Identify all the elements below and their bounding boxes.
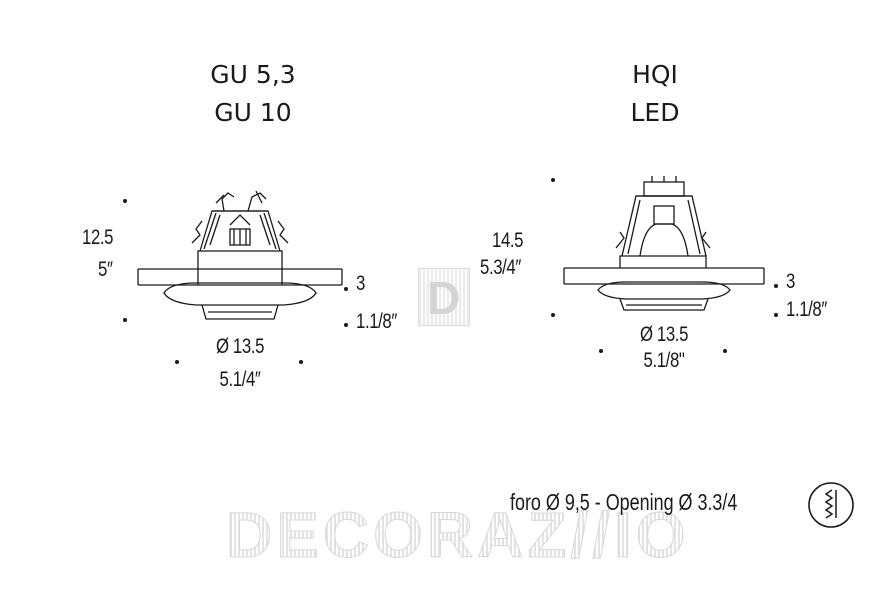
left-height-mm: 12.5: [82, 226, 114, 249]
cutout-text: foro Ø 9,5 - Opening Ø 3.3/4: [510, 489, 738, 515]
left-flange-dot-bottom: [344, 323, 348, 327]
right-flange-in: 1.1/8″: [786, 298, 827, 321]
watermark-logo-letter: D: [427, 272, 461, 324]
left-flange-mm: 3: [356, 272, 365, 295]
right-height-mm: 14.5: [492, 229, 524, 252]
right-top-dot: [551, 178, 555, 182]
left-fixture-drawing: [137, 190, 343, 320]
right-flange-mm: 3: [786, 270, 795, 293]
right-diameter-mm: Ø 13.5: [639, 323, 689, 346]
right-fixture-drawing: [563, 176, 765, 311]
left-height-in: 5″: [98, 258, 113, 281]
right-diameter-dot-left: [599, 349, 603, 353]
right-title-line2: LED: [630, 98, 680, 127]
right-diameter-dot-right: [723, 349, 727, 353]
left-diameter-in: 5.1/4″: [219, 368, 261, 391]
left-diameter-dot-right: [299, 360, 303, 364]
left-title-line2: GU 10: [214, 98, 292, 127]
watermark-text: DECORAZ//IO: [226, 499, 690, 572]
left-flange-in: 1.1/8″: [356, 310, 397, 333]
hole-saw-icon: [808, 482, 854, 528]
left-flange-dot-top: [344, 287, 348, 291]
right-flange-dot-bottom: [774, 313, 778, 317]
right-height-in: 5.3/4″: [480, 256, 521, 279]
right-flange-dot-top: [774, 284, 778, 288]
right-diameter-in: 5.1/8": [643, 349, 685, 372]
right-title-line1: HQI: [632, 60, 678, 89]
left-bottom-dot: [123, 318, 127, 322]
left-title-line1: GU 5,3: [210, 60, 296, 89]
left-diameter-mm: Ø 13.5: [215, 335, 265, 358]
watermark-logo: D: [418, 268, 470, 326]
left-diameter-dot-left: [175, 360, 179, 364]
right-bottom-dot: [551, 313, 555, 317]
left-top-dot: [123, 199, 127, 203]
